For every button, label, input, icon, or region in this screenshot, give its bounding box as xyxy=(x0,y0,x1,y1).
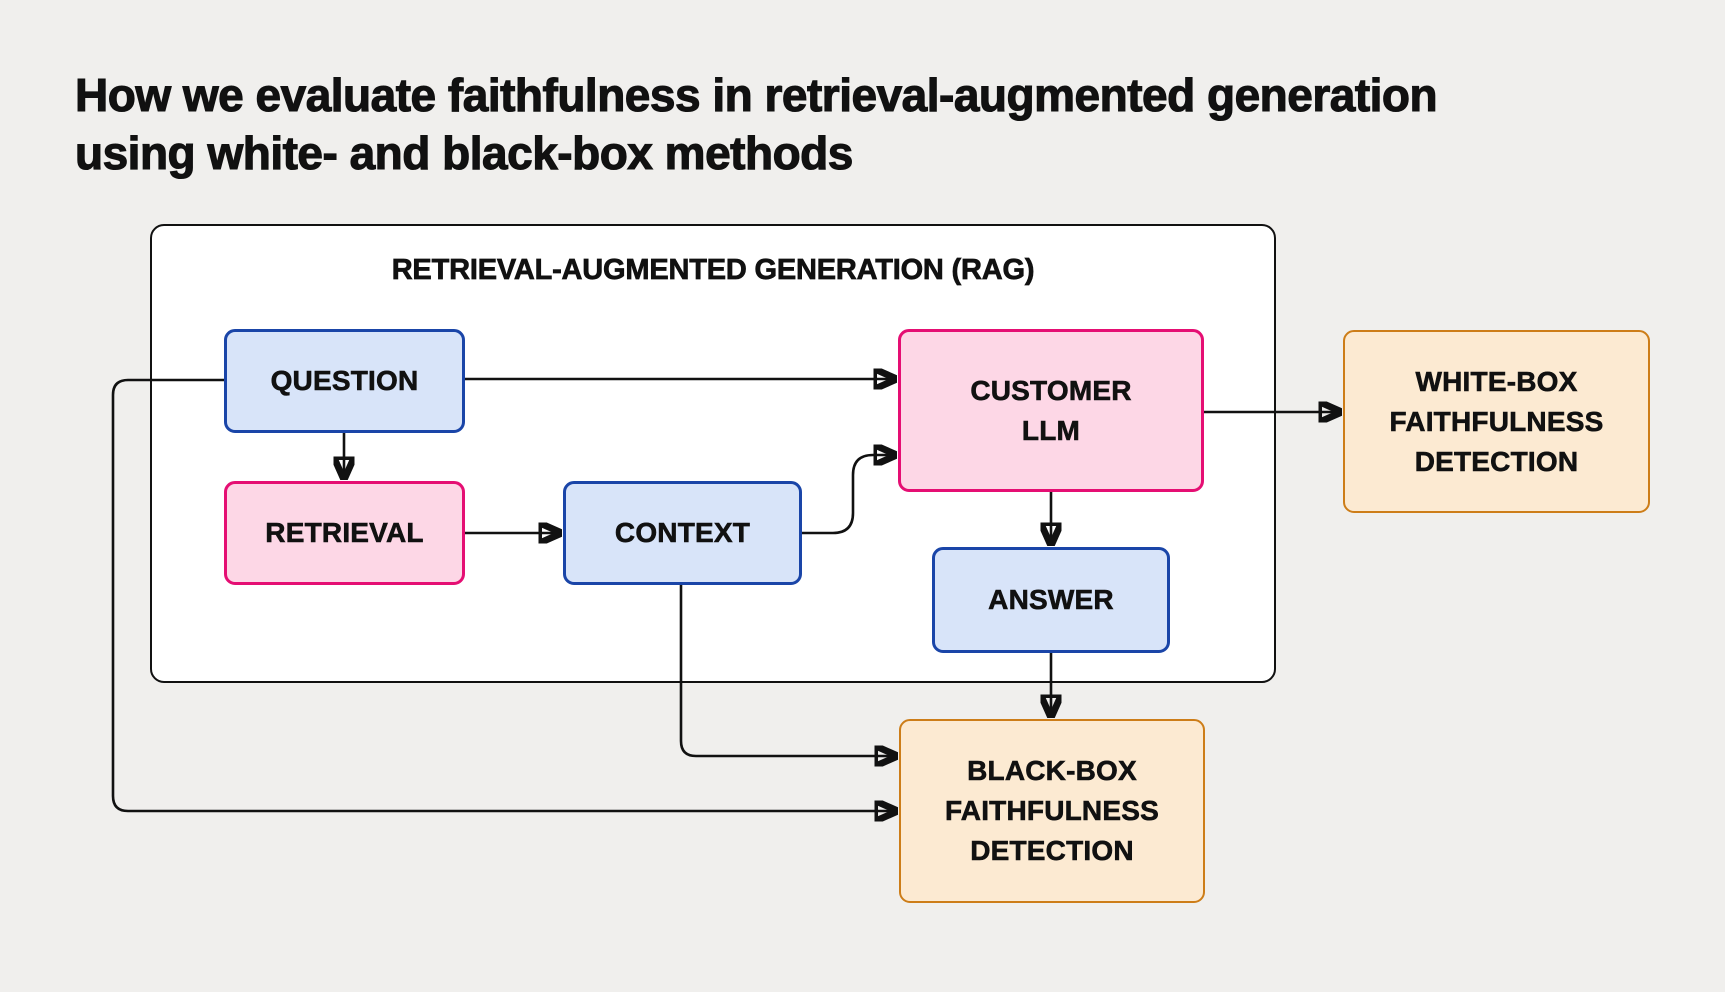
figure-title-line2: using white- and black-box methods xyxy=(74,126,853,179)
node-answer: ANSWER xyxy=(932,547,1170,653)
node-black-box-faithfulness-detection: BLACK-BOX FAITHFULNESS DETECTION xyxy=(899,719,1205,903)
node-retrieval: RETRIEVAL xyxy=(224,481,465,585)
node-context: CONTEXT xyxy=(563,481,802,585)
figure-title: How we evaluate faithfulness in retrieva… xyxy=(74,66,1438,182)
node-customer-llm: CUSTOMER LLM xyxy=(898,329,1204,492)
rag-container-label: RETRIEVAL-AUGMENTED GENERATION (RAG) xyxy=(391,254,1035,287)
node-white-box-faithfulness-detection: WHITE-BOX FAITHFULNESS DETECTION xyxy=(1343,330,1650,513)
node-question: QUESTION xyxy=(224,329,465,433)
figure-title-line1: How we evaluate faithfulness in retrieva… xyxy=(74,68,1438,121)
